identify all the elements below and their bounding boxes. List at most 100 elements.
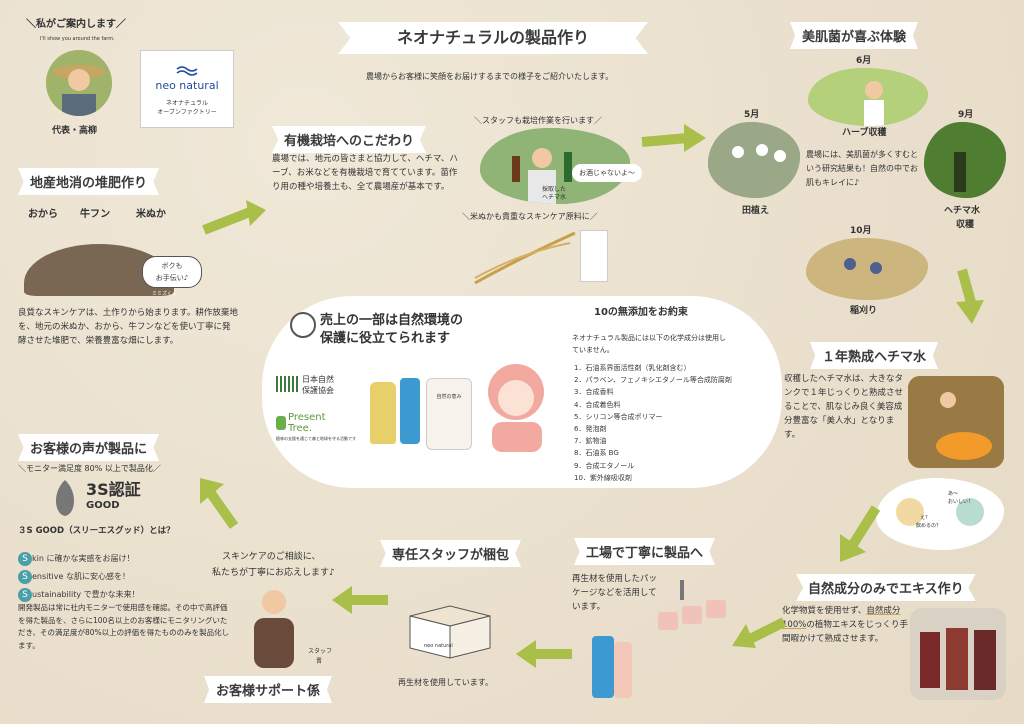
worm-bubble-line2: お手伝い♪ (155, 274, 189, 282)
tree-line1: Present (288, 412, 326, 423)
additive-item: 7．鉱物油 (574, 437, 607, 446)
brand-card: neo natural ネオナチュラル オーブンファクトリー (140, 50, 234, 128)
extract-heading: 自然成分のみでエキス作り (796, 574, 976, 601)
product-bottle-amber (370, 382, 396, 444)
month-9: 9月 (958, 110, 974, 120)
factory-jars-icon (658, 580, 726, 630)
guide-title: ＼私がご案内します／ (26, 19, 126, 30)
brand-logo-text: neo natural (155, 79, 219, 92)
harvest-icon (806, 238, 928, 300)
woman-thinking-icon (488, 364, 544, 452)
rice-planting-photo (708, 122, 800, 198)
3s-badge-icon (55, 480, 75, 516)
packing-heading: 専任スタッフが梱包 (380, 540, 522, 567)
factory-bottle-pink (614, 642, 632, 698)
aging-body: 収穫したヘチマ水は、大きなタンクで１年じっくりと熟成させることで、肌なじみ良く美… (784, 374, 904, 440)
additive-item: 3．合成香料 (574, 388, 614, 397)
rice-note: ＼米ぬかも貴重なスキンケア原料に／ (462, 212, 598, 221)
3s-text: ustainability で豊かな未来！ (32, 590, 140, 599)
guide-portrait-icon (46, 50, 112, 116)
arrow-up-icon (200, 478, 239, 529)
wave-logo-icon (176, 66, 198, 76)
3s-text: ensitive な肌に安心感を！ (32, 572, 130, 581)
rice-planting-label: 田植え (742, 206, 770, 216)
harvest-label: 稲刈り (850, 306, 878, 316)
compost-heading: 地産地消の堆肥作り (18, 168, 160, 195)
month-10: 10月 (850, 226, 872, 236)
additive-item: 4．合成着色料 (574, 400, 621, 409)
nacsj-logo-icon (276, 376, 298, 392)
pouch-text: 自然の恵み (436, 394, 462, 400)
factory-body: 再生材を使用したパッケージなどを活用しています。 (572, 574, 658, 612)
rice-stalk-icon (474, 231, 576, 285)
arrow-right-icon (202, 200, 266, 235)
hechima-label: ヘチマ水 (944, 206, 981, 216)
arrow-left-icon (332, 586, 388, 614)
hechima-photo (924, 122, 1006, 198)
brand-line1: ネオナチュラル (165, 100, 208, 107)
aging-photo (908, 376, 1004, 468)
extract-body-hl: 自然成分100% (782, 606, 901, 630)
arrow-left-icon (516, 640, 572, 668)
bubble2a: え？ (920, 515, 931, 521)
additive-item: 6．発泡剤 (574, 425, 607, 434)
org-line2: 保護協会 (302, 386, 334, 395)
staff-label2: 晋 (316, 658, 323, 665)
worm-bubble-line1: ボクも (161, 262, 183, 270)
extract-body: 化学物質を使用せず、自然成分100%の植物エキスをじっくり手間暇かけて熟成させま… (782, 604, 910, 646)
factory-bottle-blue (592, 636, 614, 698)
harvest-photo (806, 238, 928, 300)
additive-title: 10の無添加をお約束 (594, 307, 688, 318)
extract-jars-icon (920, 628, 996, 690)
support-speech2: 私たちが丁寧にお応えします♪ (212, 568, 335, 578)
organic-heading: 有機栽培へのこだわり (272, 126, 427, 153)
3s-letter: S (18, 570, 32, 584)
additive-item: 9．合成エタノール (574, 461, 635, 470)
compost-body: 良質なスキンケアは、土作りから始まります。耕作放棄地を、地元の米ぬか、おから、牛… (18, 308, 238, 346)
staff-label1: スタッフ (308, 648, 333, 655)
arrow-right-icon (641, 124, 706, 152)
aging-tank-icon (908, 376, 1004, 468)
3s-letter: S (18, 552, 32, 566)
extract-jars-photo (910, 608, 1006, 700)
support-staff-icon (254, 590, 294, 668)
herb-photo (808, 68, 928, 126)
voice-note: ＼モニター満足度 80% 以上で製品化／ (18, 464, 161, 473)
rice-bran-package (580, 230, 608, 282)
3s-badge-top: 3S認証 (86, 480, 141, 499)
support-staff-photo (248, 584, 300, 668)
brand-line2: オーブンファクトリー (157, 109, 217, 116)
worm-label: ミミズくん (152, 291, 178, 297)
support-speech1: スキンケアのご相談に、 (222, 552, 321, 562)
experience-center: 農場には、美肌菌が多くすむという研究結果も！自然の中でお肌もキレイに♪ (806, 150, 918, 187)
arrow-down-icon (956, 268, 984, 324)
guide-subtitle: I'll show you around the farm. (40, 36, 115, 42)
box-label: neo natural (424, 643, 453, 649)
herb-label: ハーブ収穫 (842, 128, 887, 138)
month-5: 5月 (744, 110, 760, 120)
hechima-sub: 収穫 (956, 220, 975, 230)
product-bottle-blue (400, 378, 420, 444)
arrow-left-icon (732, 617, 787, 648)
present-tree-icon (276, 416, 286, 430)
page-subtitle: 農場からお客様に笑顔をお届けするまでの様子をご紹介いたします。 (366, 72, 614, 81)
support-heading: お客様サポート係 (204, 676, 333, 703)
additive-item: 8．石油系 BG (574, 449, 619, 458)
center-headline1: 売上の一部は自然環境の (320, 313, 464, 328)
globe-hand-icon (290, 312, 316, 338)
page-title-text: ネオナチュラルの製品作り (396, 28, 589, 47)
additive-intro: ネオナチュラル製品には以下の化学成分は使用していません。 (572, 334, 726, 354)
factory-heading: 工場で丁寧に製品へ (574, 538, 716, 565)
3s-text: kin に確かな実感をお届け！ (32, 554, 135, 563)
compost-label-gyufun: 牛フン (80, 209, 111, 220)
staff-bubble-text: お酒じゃないよ～ (579, 169, 635, 177)
bottle-label1: 採取した (542, 186, 567, 193)
rice-planting-icon (708, 122, 800, 198)
guide-photo (46, 50, 112, 116)
woman-thinking-illustration (482, 356, 554, 452)
extract-body-post: の植物エキスをじっくり手間暇かけて熟成させます。 (782, 620, 909, 644)
